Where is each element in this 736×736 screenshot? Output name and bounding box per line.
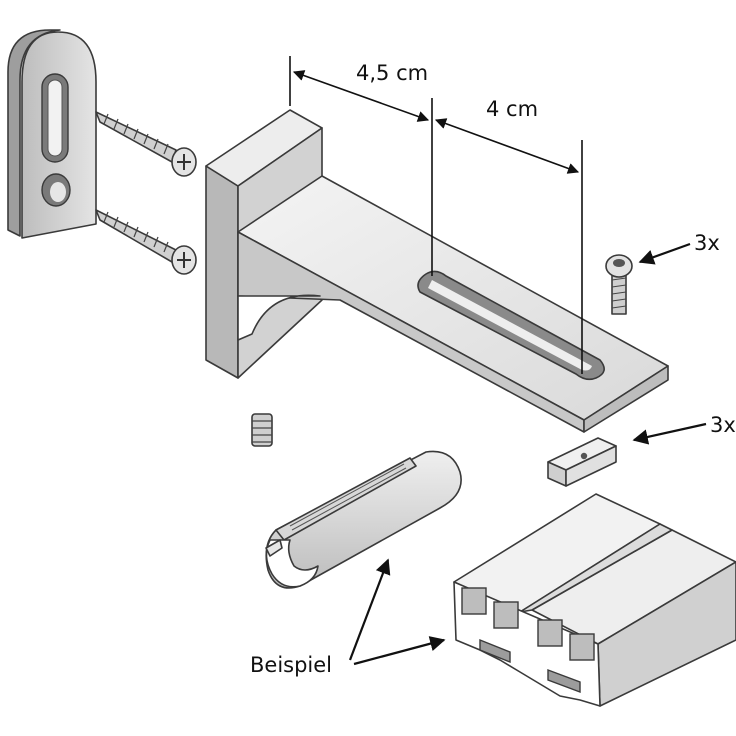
wall-screw-upper	[95, 111, 197, 177]
width-dimension-label: 4,5 cm	[356, 61, 428, 85]
slot-dimension-label: 4 cm	[486, 97, 538, 121]
bracket	[205, 109, 669, 433]
screw-callout-arrow	[638, 242, 691, 265]
rail-profile-single	[265, 450, 462, 589]
wall-screw-lower	[95, 209, 197, 275]
dimension-lines	[289, 56, 583, 374]
rail-profile-double	[453, 493, 736, 707]
example-arrow-double	[353, 636, 446, 666]
block-callout-arrow	[632, 422, 707, 445]
block-count-label: 3x	[710, 413, 736, 437]
example-label: Beispiel	[250, 653, 332, 677]
slide-block	[547, 437, 617, 487]
set-screw	[605, 254, 633, 315]
screw-count-label: 3x	[694, 231, 720, 255]
example-arrow-single	[348, 558, 391, 661]
slot-dimension-arrow	[434, 118, 580, 174]
width-dimension-arrow	[292, 70, 430, 122]
grub-screw	[251, 413, 273, 447]
wall-plate	[7, 29, 97, 239]
